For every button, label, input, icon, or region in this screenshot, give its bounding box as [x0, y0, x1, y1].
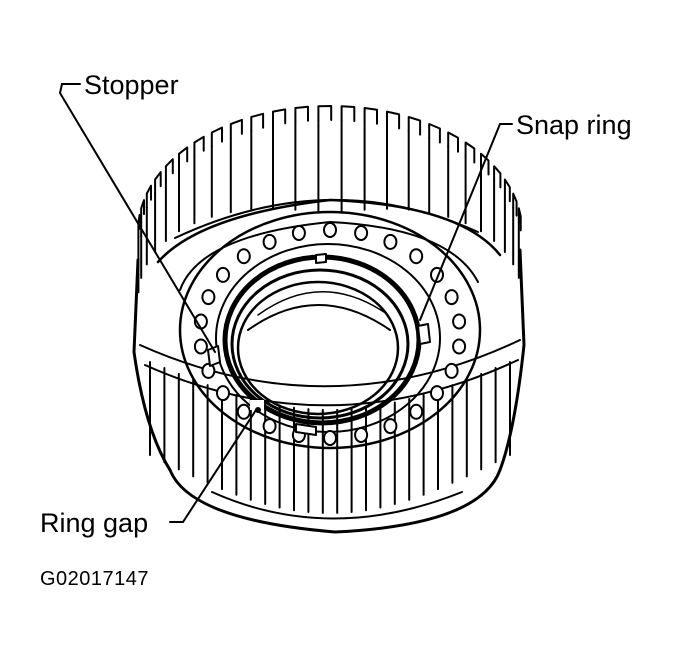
- piston-hole: [323, 430, 337, 446]
- lower-spline-teeth: [149, 361, 511, 514]
- piston-hole: [262, 418, 277, 435]
- spline-tooth: [145, 184, 152, 209]
- drum-mid-band-top: [139, 339, 521, 388]
- stopper-tab-left: [207, 345, 221, 367]
- spline-tooth: [517, 207, 522, 232]
- stopper-tab-right: [417, 323, 431, 345]
- piston-hole: [409, 248, 424, 265]
- piston-hole: [409, 403, 424, 420]
- spline-tooth: [154, 171, 162, 195]
- piston-hole: [262, 233, 277, 250]
- piston-hole: [236, 403, 251, 420]
- piston-hole: [193, 338, 208, 355]
- piston-hole: [452, 338, 467, 355]
- upper-spline-teeth: [137, 105, 522, 294]
- spline-tooth: [447, 131, 459, 153]
- spline-tooth: [503, 178, 511, 203]
- piston-hole: [452, 313, 467, 330]
- stopper-tab-bottom: [295, 423, 317, 436]
- spline-tooth: [407, 116, 422, 136]
- piston-hole: [444, 289, 459, 306]
- spline-tooth: [178, 146, 189, 169]
- spline-tooth: [229, 118, 243, 139]
- spline-tooth: [386, 110, 401, 130]
- piston-hole: [236, 248, 251, 265]
- spline-tooth: [363, 107, 378, 125]
- piston-hole: [216, 266, 230, 283]
- piston-hole: [354, 225, 369, 241]
- stopper-label: Stopper: [84, 70, 179, 100]
- stopper-leader: [58, 83, 216, 353]
- figure-id: G02017147: [40, 568, 150, 590]
- ring-gap-marker: [255, 407, 261, 413]
- snap-ring-leader: [419, 123, 513, 321]
- piston-hole: [201, 289, 216, 306]
- piston-hole: [323, 222, 337, 238]
- drum-bottom-rim: [211, 491, 463, 520]
- spline-tooth: [340, 105, 356, 122]
- spline-tooth: [140, 199, 145, 224]
- piston-hole: [216, 385, 230, 402]
- piston-plate-outer: [178, 210, 482, 450]
- snap-ring-label: Snap ring: [516, 110, 632, 140]
- inner-shelf-top: [156, 198, 502, 264]
- piston-hole: [444, 362, 459, 379]
- snap-ring-inner: [230, 268, 410, 420]
- center-bore-edge: [236, 280, 400, 416]
- spline-tooth: [272, 108, 287, 127]
- ring-gap-break: [250, 400, 264, 410]
- spline-tooth: [493, 165, 502, 189]
- spline-tooth: [317, 105, 333, 122]
- drum-right-wall: [498, 248, 526, 472]
- leader-lines: [58, 83, 513, 523]
- piston-holes: [193, 222, 467, 446]
- ring-gap-leader: [169, 409, 257, 523]
- piston-hole: [430, 385, 444, 402]
- spline-tooth: [137, 213, 141, 239]
- piston-hole: [383, 418, 398, 435]
- spline-tooth: [250, 112, 265, 132]
- piston-hole: [291, 225, 306, 241]
- spline-tooth: [164, 158, 174, 182]
- spline-tooth: [193, 135, 205, 158]
- spline-tooth: [210, 126, 223, 148]
- spline-tooth: [512, 192, 518, 217]
- ring-gap-label: Ring gap: [40, 508, 149, 538]
- piston-hole: [383, 233, 398, 250]
- center-bore-inner-lip: [257, 291, 385, 316]
- spline-tooth: [480, 152, 490, 176]
- spline-tooth: [464, 141, 476, 164]
- piston-hole: [201, 362, 216, 379]
- stopper-tab-top: [315, 253, 327, 264]
- spline-tooth: [428, 123, 441, 144]
- drum-bottom-edge: [168, 468, 502, 534]
- center-bore-depth: [247, 304, 391, 331]
- clutch-drum: [132, 105, 526, 534]
- drum-mid-band-bottom: [144, 359, 519, 407]
- spline-tooth: [294, 105, 309, 123]
- piston-hole: [354, 427, 369, 443]
